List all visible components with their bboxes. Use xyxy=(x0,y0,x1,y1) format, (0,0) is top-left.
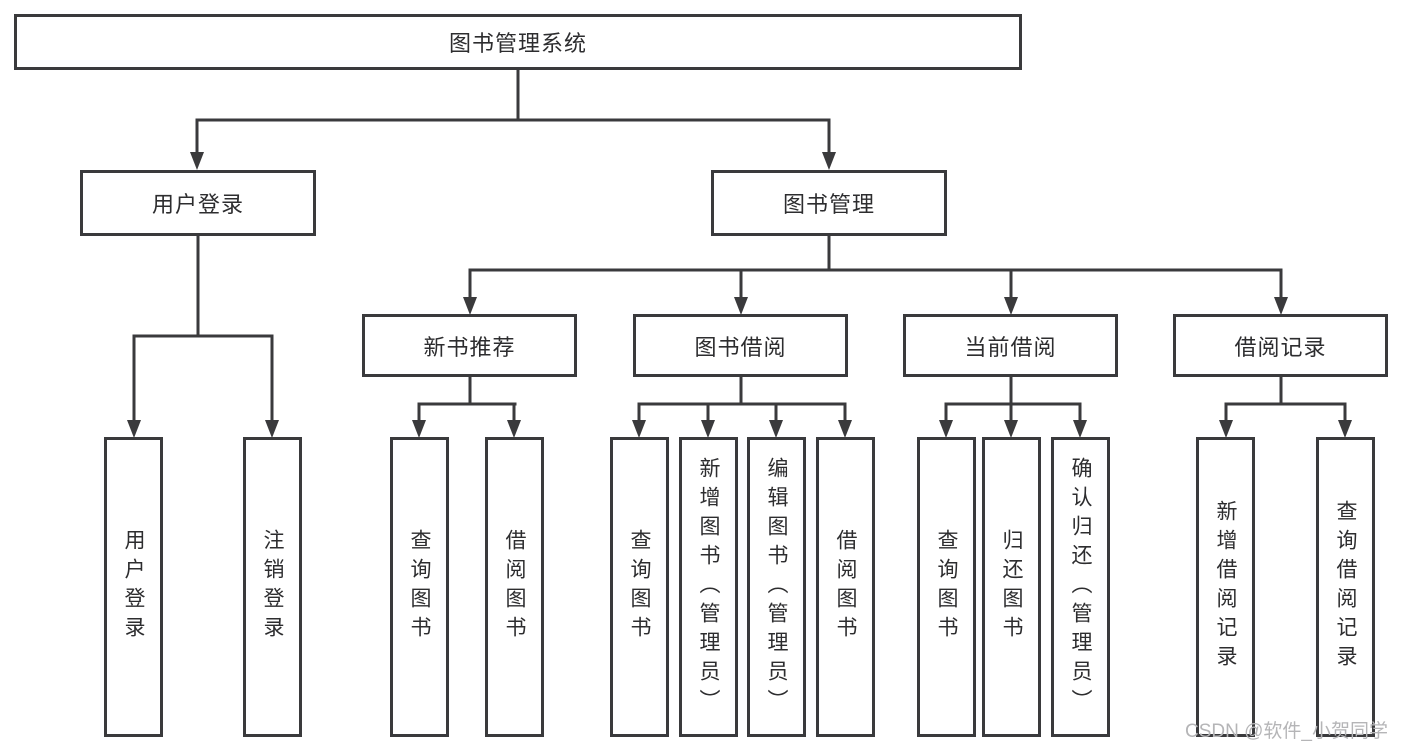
node-user-login: 用户登录 xyxy=(80,170,316,236)
leaf-return-books: 归还图书 xyxy=(982,437,1041,737)
node-label: 图书借阅 xyxy=(694,334,787,360)
csdn-watermark: CSDN @软件_小贺同学 xyxy=(1185,721,1388,742)
leaf-borrow-query-books: 查询图书 xyxy=(610,437,669,737)
leaf-user-login: 用户登录 xyxy=(104,437,163,737)
node-book-borrow: 图书借阅 xyxy=(633,314,848,377)
node-label: 编辑图书（管理员） xyxy=(765,456,788,718)
leaf-query-borrow-record: 查询借阅记录 xyxy=(1316,437,1375,737)
node-label: 注销登录 xyxy=(261,529,284,645)
node-library-management-system: 图书管理系统 xyxy=(14,14,1022,70)
node-label: 用户登录 xyxy=(122,529,145,645)
connector-current-borrow xyxy=(944,377,1082,421)
node-new-book-recommend: 新书推荐 xyxy=(362,314,577,377)
node-label: 图书管理系统 xyxy=(448,31,587,56)
leaf-recommend-query-books: 查询图书 xyxy=(390,437,449,737)
connector-borrow-records xyxy=(1224,377,1347,421)
leaf-edit-books-admin: 编辑图书（管理员） xyxy=(747,437,806,737)
node-label: 新书推荐 xyxy=(423,334,516,360)
connector-book-management xyxy=(468,236,1283,299)
leaf-recommend-borrow-books: 借阅图书 xyxy=(485,437,544,737)
node-label: 新增借阅记录 xyxy=(1214,500,1237,674)
arrowheads xyxy=(127,152,1352,438)
node-current-borrow: 当前借阅 xyxy=(903,314,1118,377)
node-label: 查询图书 xyxy=(408,529,431,645)
node-label: 归还图书 xyxy=(1000,529,1023,645)
node-label: 图书管理 xyxy=(782,192,875,217)
leaf-confirm-return-admin: 确认归还（管理员） xyxy=(1051,437,1110,737)
node-label: 借阅记录 xyxy=(1234,334,1327,360)
node-label: 借阅图书 xyxy=(834,529,857,645)
node-label: 查询图书 xyxy=(935,529,958,645)
node-label: 新增图书（管理员） xyxy=(697,456,720,718)
node-label: 借阅图书 xyxy=(503,529,526,645)
node-borrow-records: 借阅记录 xyxy=(1173,314,1388,377)
node-book-management: 图书管理 xyxy=(711,170,947,236)
leaf-borrow-books: 借阅图书 xyxy=(816,437,875,737)
node-label: 查询图书 xyxy=(628,529,651,645)
connector-user-login xyxy=(132,236,274,421)
leaf-logout: 注销登录 xyxy=(243,437,302,737)
connector-book-borrow xyxy=(637,377,847,421)
leaf-add-books-admin: 新增图书（管理员） xyxy=(679,437,738,737)
leaf-add-borrow-record: 新增借阅记录 xyxy=(1196,437,1255,737)
node-label: 当前借阅 xyxy=(964,334,1057,360)
leaf-current-query-books: 查询图书 xyxy=(917,437,976,737)
connector-new-book-recommend xyxy=(417,377,517,421)
node-label: 确认归还（管理员） xyxy=(1069,456,1092,718)
node-label: 用户登录 xyxy=(151,192,244,217)
connector-root xyxy=(195,70,831,154)
node-label: 查询借阅记录 xyxy=(1334,500,1357,674)
